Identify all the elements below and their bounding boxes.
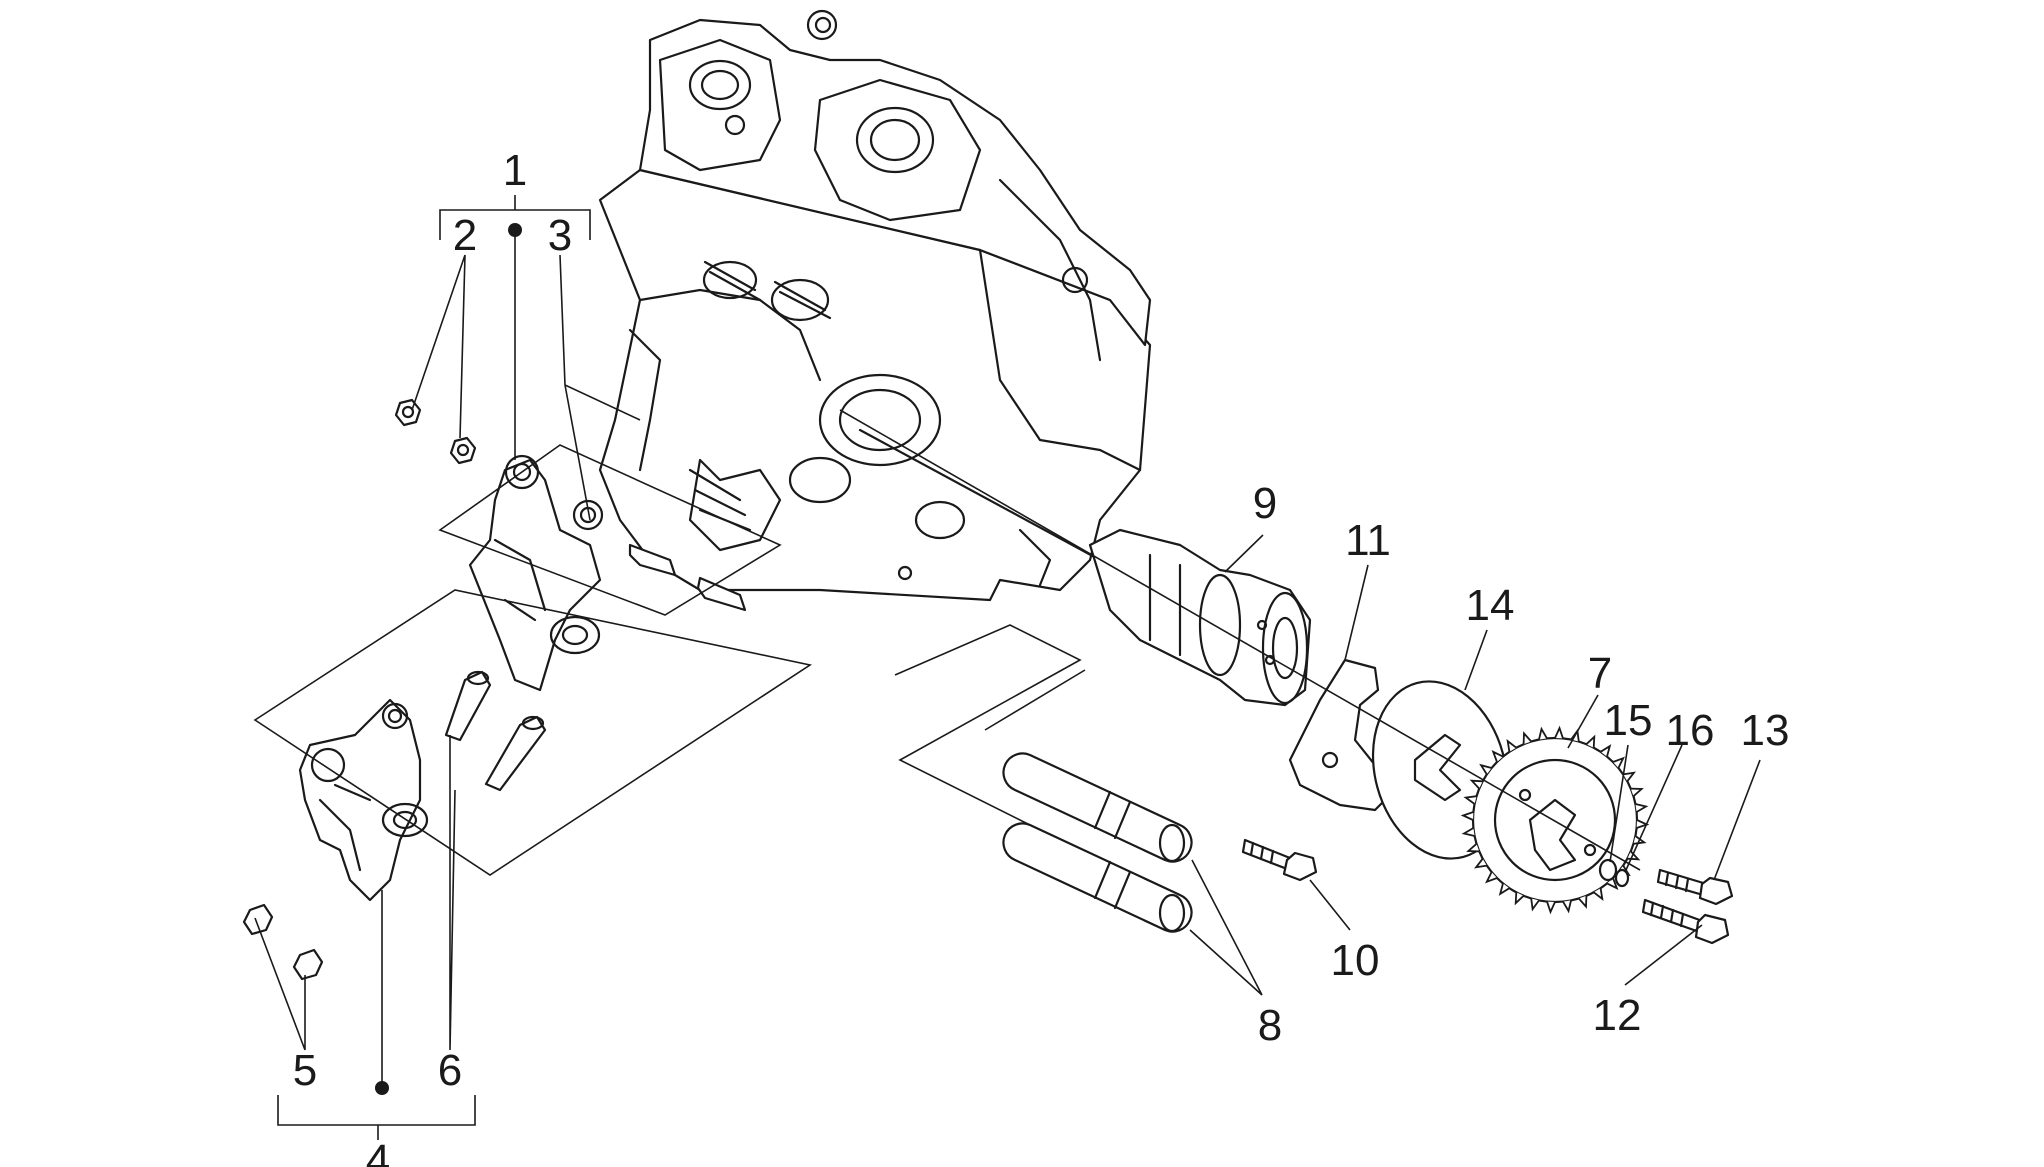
callout-3: 3 (548, 211, 572, 260)
callout-15: 15 (1604, 696, 1653, 745)
callout-9: 9 (1253, 479, 1277, 528)
rocker-arm-upper (468, 454, 604, 692)
callout-1: 1 (503, 146, 527, 195)
callout-8: 8 (1258, 1001, 1282, 1050)
rocker-arm-lower (298, 698, 429, 902)
washer-item-16 (1614, 868, 1630, 888)
callout-13: 13 (1741, 706, 1790, 755)
callout-6: 6 (438, 1046, 462, 1095)
callout-14: 14 (1466, 581, 1515, 630)
bracket-dot-bottom (375, 1081, 389, 1095)
callout-4: 4 (366, 1136, 390, 1167)
callout-12: 12 (1593, 991, 1642, 1040)
bolt-item-12 (1641, 898, 1730, 945)
callout-16: 16 (1666, 706, 1715, 755)
callout-2: 2 (453, 211, 477, 260)
rocker-shafts-item-8 (1002, 752, 1193, 933)
bolt-item-13 (1656, 868, 1734, 906)
leader-lines (253, 195, 1761, 1140)
callout-7: 7 (1588, 649, 1612, 698)
callout-10: 10 (1331, 936, 1380, 985)
adjuster-screws-item-6 (444, 670, 547, 792)
bolt-item-10 (1241, 838, 1318, 882)
washer-item-15 (1598, 858, 1618, 882)
lock-nuts-item-5 (242, 903, 324, 981)
callout-11: 11 (1345, 516, 1391, 565)
valve-collets (628, 543, 747, 612)
nuts-item-2 (394, 398, 477, 465)
bracket-dot-top (508, 223, 522, 237)
cylinder-head (598, 9, 1152, 602)
callout-5: 5 (293, 1046, 317, 1095)
